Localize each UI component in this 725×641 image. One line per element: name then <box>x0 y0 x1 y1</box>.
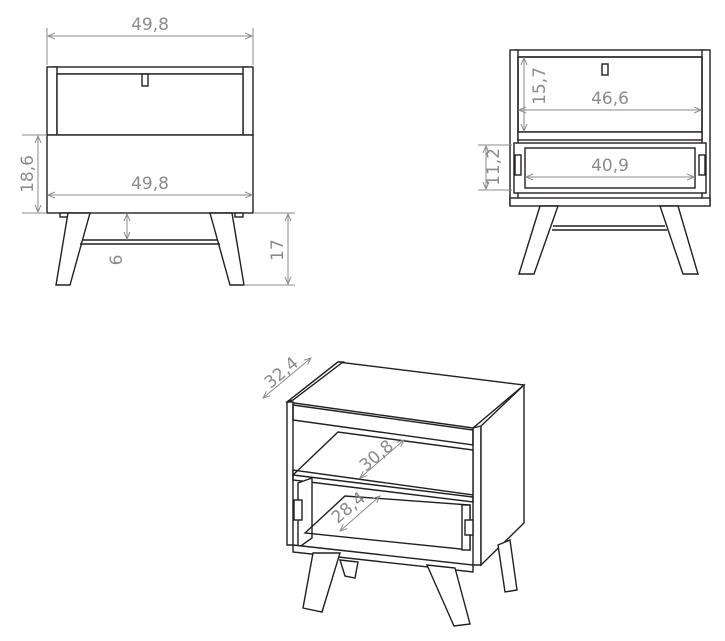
slide-icon <box>293 499 303 521</box>
leg-height-label: 17 <box>268 239 288 261</box>
leg <box>497 539 518 593</box>
leg <box>302 552 341 613</box>
body-width-label: 49,8 <box>131 174 169 194</box>
drawer-width-label: 40,9 <box>591 156 629 176</box>
drawer-front <box>46 134 254 214</box>
inner-width-label: 46,6 <box>591 89 629 109</box>
slide-icon <box>698 154 706 176</box>
isometric-view: 32,4 30,8 28,4 <box>261 353 526 627</box>
drawer-height-label: 11,2 <box>484 148 504 186</box>
drawer-depth-label: 28,4 <box>328 488 370 528</box>
depth-label: 32,4 <box>261 353 303 393</box>
lock-icon <box>141 73 149 87</box>
leg <box>518 205 559 275</box>
front-view: 49,8 49,8 18,6 6 17 <box>18 15 295 286</box>
leg <box>659 205 699 275</box>
slide-icon <box>464 519 474 536</box>
leg <box>55 212 91 286</box>
open-front-view: 15,7 46,6 11,2 40,9 <box>478 49 711 275</box>
stretcher-height-label: 6 <box>107 255 127 266</box>
overall-width-label: 49,8 <box>131 15 169 35</box>
drawer-box <box>513 142 707 194</box>
leg <box>425 564 471 627</box>
lock-icon <box>601 63 609 76</box>
slide-icon <box>514 154 522 176</box>
leg <box>209 212 245 286</box>
shelf-height-label: 15,7 <box>530 67 550 105</box>
body-height-label: 18,6 <box>18 155 38 193</box>
